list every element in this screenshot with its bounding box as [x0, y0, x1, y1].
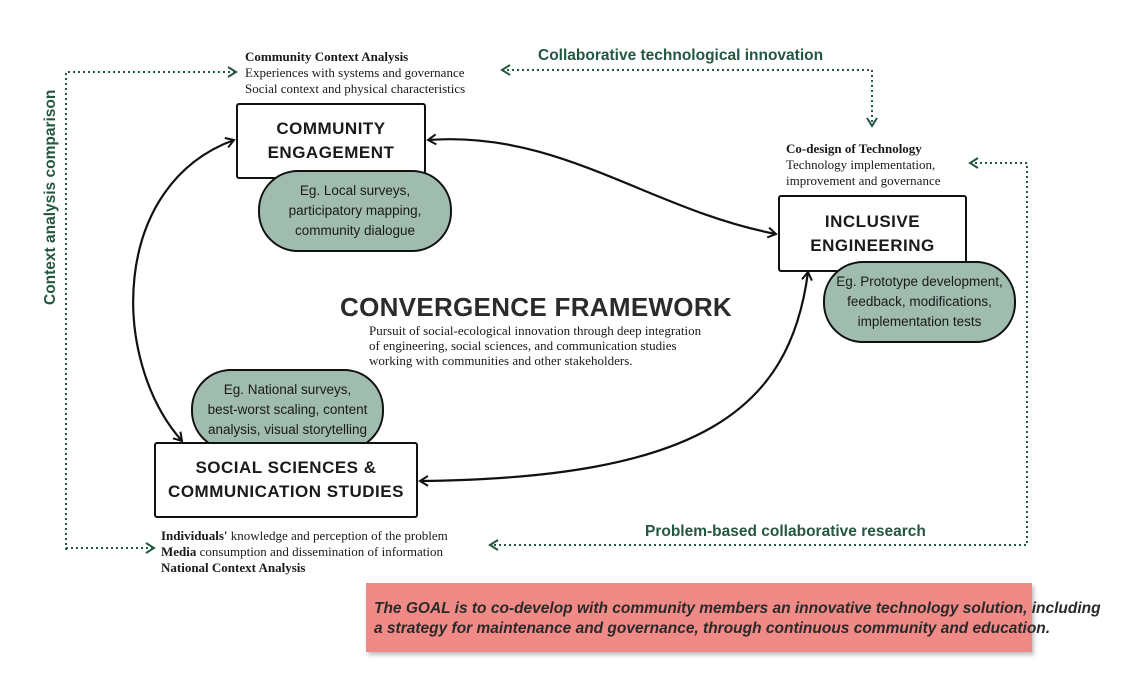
- context-comparison-label: Context analysis comparison: [42, 89, 59, 305]
- community-context-notes: Community Context Analysis Experiences w…: [245, 49, 465, 97]
- goal-line1: The GOAL is to co-develop with community…: [374, 600, 1101, 617]
- national-heading: National Context Analysis: [161, 560, 306, 575]
- inclusive-pill-line3: implementation tests: [857, 314, 982, 329]
- arrow-community-social: [132, 137, 236, 443]
- community-box-line2: ENGAGEMENT: [267, 143, 395, 162]
- goal-banner: The GOAL is to co-develop with community…: [366, 583, 1101, 652]
- inclusive-examples-pill: Eg. Prototype development, feedback, mod…: [823, 261, 1016, 343]
- social-box-line1: SOCIAL SCIENCES &: [195, 458, 377, 477]
- community-context-line1: Experiences with systems and governance: [245, 65, 465, 80]
- dotted-arrow-collab: [500, 64, 878, 128]
- social-pill-line2: best-worst scaling, content: [207, 402, 368, 417]
- framework-line3: working with communities and other stake…: [369, 353, 633, 368]
- community-context-heading: Community Context Analysis: [245, 49, 409, 64]
- codesign-line2: improvement and governance: [786, 173, 941, 188]
- goal-line2: a strategy for maintenance and governanc…: [374, 620, 1051, 637]
- codesign-heading: Co-design of Technology: [786, 141, 922, 156]
- dotted-arrow-left-top: [65, 66, 238, 550]
- community-pill-line2: participatory mapping,: [288, 203, 422, 218]
- community-pill-line3: community dialogue: [294, 223, 416, 238]
- social-pill-line1: Eg. National surveys,: [223, 382, 352, 397]
- community-context-line2: Social context and physical characterist…: [245, 81, 466, 96]
- national-rest1: knowledge and perception of the problem: [227, 528, 448, 543]
- framework-description: Pursuit of social-ecological innovation …: [369, 323, 701, 368]
- social-examples-pill: Eg. National surveys, best-worst scaling…: [191, 369, 384, 451]
- social-box-line2: COMMUNICATION STUDIES: [168, 482, 404, 501]
- inclusive-box-line1: INCLUSIVE: [824, 211, 921, 231]
- inclusive-pill-line2: feedback, modifications,: [847, 294, 992, 309]
- national-rest2: consumption and dissemination of informa…: [196, 544, 443, 559]
- framework-line2: of engineering, social sciences, and com…: [369, 338, 677, 353]
- national-context-notes: Individuals' knowledge and perception of…: [161, 528, 448, 576]
- inclusive-engineering-box: INCLUSIVE ENGINEERING: [778, 195, 967, 272]
- problem-based-label: Problem-based collaborative research: [645, 523, 926, 540]
- collab-innovation-label: Collaborative technological innovation: [538, 47, 824, 64]
- national-bold1: Individuals': [161, 528, 228, 543]
- codesign-notes: Co-design of Technology Technology imple…: [786, 141, 941, 189]
- community-box-line1: COMMUNITY: [276, 119, 386, 138]
- community-engagement-box: COMMUNITY ENGAGEMENT: [236, 103, 426, 179]
- social-sciences-box: SOCIAL SCIENCES & COMMUNICATION STUDIES: [154, 442, 418, 518]
- framework-line1: Pursuit of social-ecological innovation …: [369, 323, 702, 338]
- community-pill-line1: Eg. Local surveys,: [299, 183, 411, 198]
- inclusive-box-line2: ENGINEERING: [810, 235, 935, 255]
- framework-title: CONVERGENCE FRAMEWORK: [340, 292, 732, 322]
- arrow-community-inclusive: [426, 133, 778, 239]
- social-pill-line3: analysis, visual storytelling: [207, 422, 368, 437]
- national-bold2: Media: [161, 544, 197, 559]
- inclusive-pill-line1: Eg. Prototype development,: [836, 274, 1003, 289]
- codesign-line1: Technology implementation,: [786, 157, 936, 172]
- arrow-inclusive-social: [418, 270, 813, 487]
- community-examples-pill: Eg. Local surveys, participatory mapping…: [258, 170, 452, 252]
